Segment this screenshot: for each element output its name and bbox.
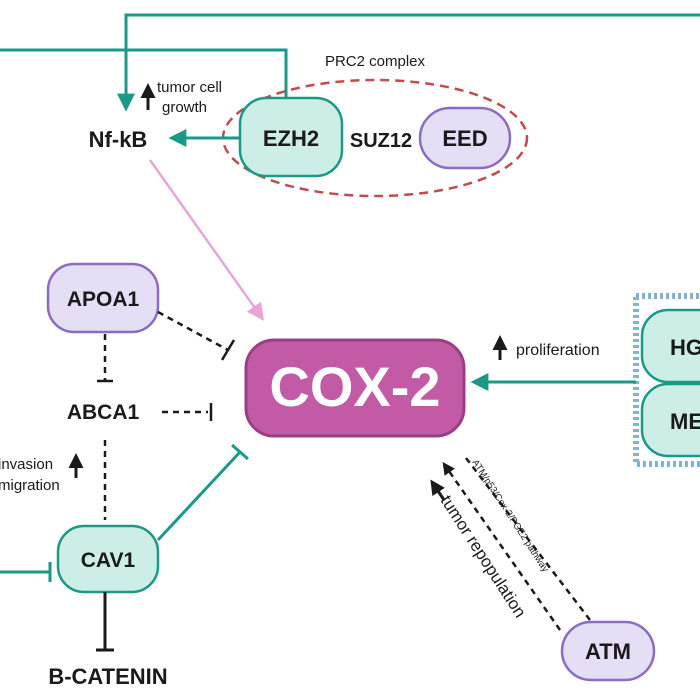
me-node bbox=[640, 382, 700, 458]
atm-node: ATM bbox=[560, 620, 656, 682]
apoa1-label: APOA1 bbox=[67, 288, 140, 311]
eed-node: EED bbox=[418, 106, 512, 170]
me-label: ME bbox=[670, 409, 700, 434]
cav1-node: CAV1 bbox=[56, 524, 160, 594]
atm-to-cox2-dashed-1 bbox=[442, 461, 562, 631]
cav1-label: CAV1 bbox=[81, 549, 136, 572]
apoa1-inhibits-cox2 bbox=[157, 310, 229, 352]
atm-label: ATM bbox=[585, 639, 631, 664]
cav1-cox2-inhibit-bar bbox=[231, 443, 249, 461]
invasion-label: invasion bbox=[0, 456, 53, 473]
suz12-label: SUZ12 bbox=[350, 130, 412, 152]
eed-label: EED bbox=[442, 126, 487, 151]
growth-label: growth bbox=[162, 99, 207, 116]
abca1-label: ABCA1 bbox=[67, 401, 140, 424]
hg-label: HG bbox=[670, 335, 700, 360]
migration-label: migration bbox=[0, 477, 60, 494]
invasion-migration-annotation: invasion migration bbox=[0, 453, 84, 494]
left-to-ezh2-line bbox=[0, 48, 288, 98]
top-feedback-line bbox=[117, 13, 700, 112]
ezh2-label: EZH2 bbox=[263, 126, 319, 151]
hg-node bbox=[640, 308, 700, 384]
membrane-complex: HG ME bbox=[633, 293, 700, 467]
tumor-repopulation-label: tumor repopulation bbox=[437, 492, 530, 621]
atm-to-cox2-dashed-2 bbox=[465, 457, 591, 621]
up-arrow-icon bbox=[430, 479, 446, 501]
nfkb-label: Nf-kB bbox=[89, 127, 148, 152]
apoa1-node: APOA1 bbox=[46, 262, 160, 334]
prc2-complex-label: PRC2 complex bbox=[325, 53, 426, 70]
proliferation-label: proliferation bbox=[516, 342, 600, 359]
b-catenin-label: B-CATENIN bbox=[48, 664, 167, 689]
apoa1-inhibit-bar bbox=[220, 339, 236, 361]
proliferation-annotation: proliferation bbox=[492, 335, 600, 360]
ezh2-node: EZH2 bbox=[238, 96, 344, 178]
cox2-label: COX-2 bbox=[269, 355, 440, 418]
tumor-cell-label: tumor cell bbox=[157, 79, 222, 96]
cav1-inhibits-cox2 bbox=[156, 450, 242, 542]
tumor-repopulation-annotation: tumor repopulation bbox=[430, 479, 530, 621]
cox2-node: COX-2 bbox=[244, 338, 466, 438]
nfkb-to-cox2-arrow bbox=[148, 159, 265, 321]
tumor-growth-annotation: tumor cell growth bbox=[140, 79, 222, 116]
